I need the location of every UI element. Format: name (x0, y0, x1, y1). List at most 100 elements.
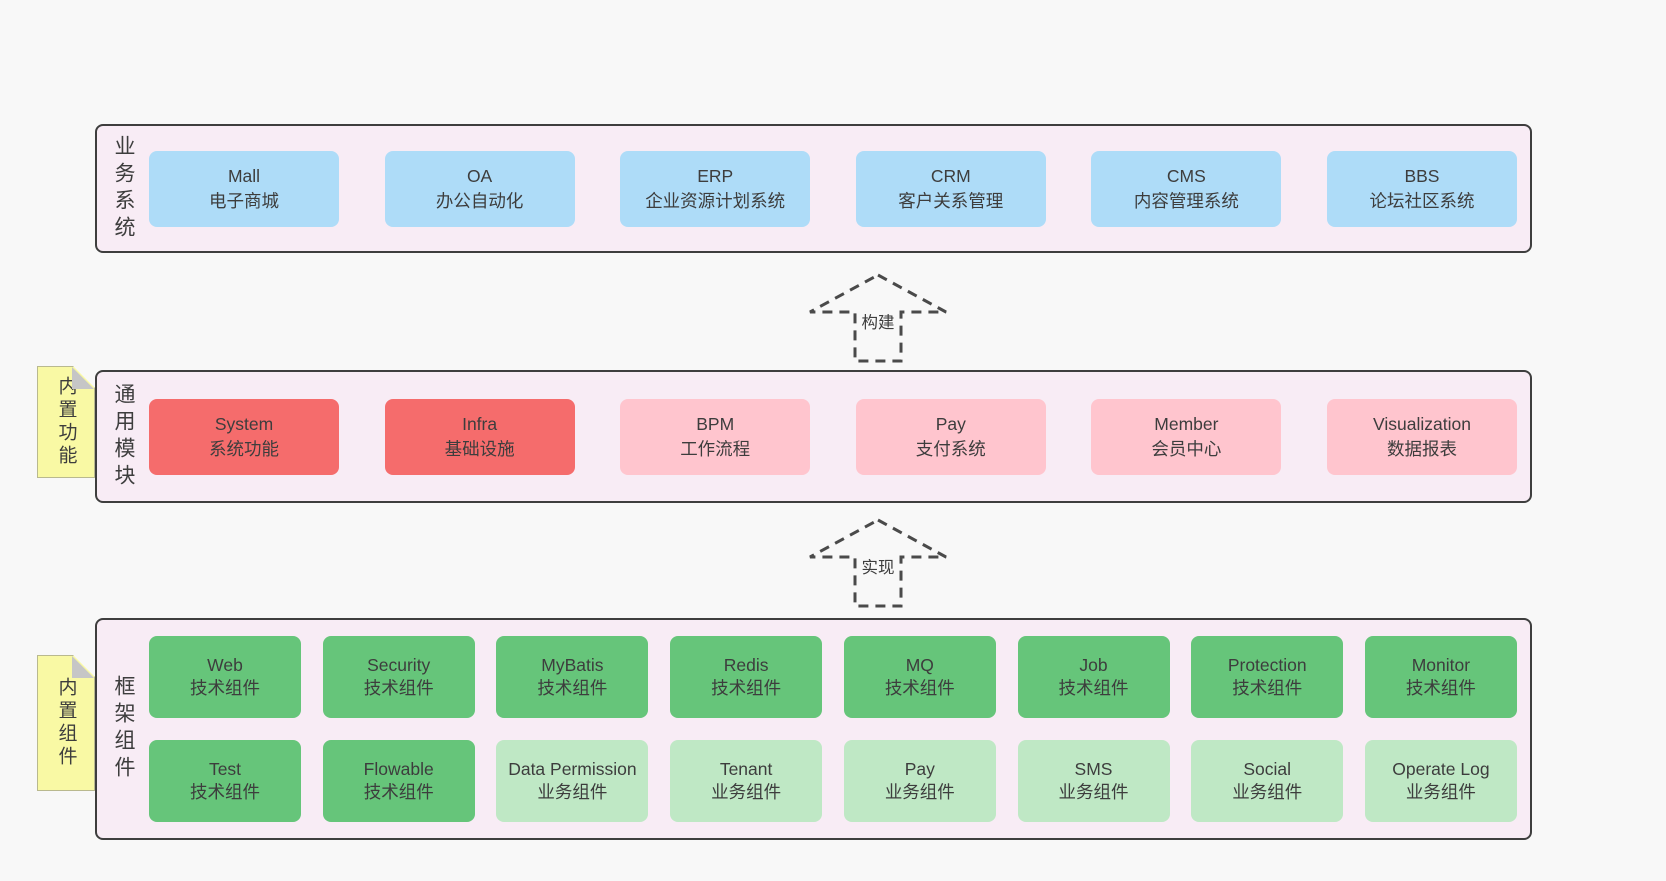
box-subtitle: 技术组件 (190, 678, 260, 698)
box-subtitle: 业务组件 (1058, 782, 1129, 802)
box-subtitle: 电子商城 (209, 190, 279, 211)
box-subtitle: 工作流程 (680, 438, 751, 459)
box-title: Mall (227, 165, 261, 186)
box-title: OA (466, 165, 493, 186)
box-title: MQ (905, 655, 934, 675)
box-erp: ERP 企业资源计划系统 (620, 150, 811, 227)
folded-corner-icon (72, 656, 94, 678)
band-components-label: 框架组件 (112, 675, 135, 783)
box-title: Protection (1227, 655, 1307, 675)
sticky-note-built-in-components: 内置组件 (37, 655, 95, 791)
box-test: Test 技术组件 (149, 740, 301, 822)
box-monitor: Monitor 技术组件 (1364, 636, 1517, 718)
box-visualization: Visualization 数据报表 (1326, 398, 1517, 475)
box-pay: Pay 业务组件 (843, 740, 996, 822)
box-tenant: Tenant 业务组件 (670, 740, 823, 822)
band-framework-components: 框架组件 Web 技术组件 Security 技术组件 MyBatis 技术组件 Redis… (95, 618, 1532, 840)
band-modules-label: 通用模块 (112, 382, 135, 491)
box-bpm: BPM 工作流程 (620, 398, 811, 475)
box-social: Social 业务组件 (1191, 740, 1344, 822)
box-title: BBS (1404, 165, 1440, 186)
box-subtitle: 技术组件 (190, 782, 260, 802)
box-mall: Mall 电子商城 (149, 150, 339, 227)
box-title: Social (1243, 759, 1292, 779)
box-sms: SMS 业务组件 (1017, 740, 1170, 822)
box-subtitle: 技术组件 (363, 782, 434, 802)
arrow-build-label: 构建 (857, 308, 899, 334)
box-subtitle: 基础设施 (444, 438, 515, 459)
arrow-implement: 实现 (806, 517, 950, 609)
box-mybatis: MyBatis 技术组件 (496, 636, 649, 718)
box-member: Member 会员中心 (1091, 398, 1282, 475)
box-cms: CMS 内容管理系统 (1091, 150, 1282, 227)
box-mq: MQ 技术组件 (843, 636, 996, 718)
box-title: CRM (930, 165, 971, 186)
box-subtitle: 会员中心 (1151, 438, 1222, 459)
arrow-build: 构建 (806, 272, 950, 364)
box-title: Security (367, 655, 431, 675)
box-row: Mall 电子商城 OA 办公自动化 ERP 企业资源计划系统 CRM 客户关系管理 CMS 内容… (149, 150, 1517, 227)
box-subtitle: 技术组件 (1232, 678, 1303, 698)
box-title: Monitor (1411, 655, 1471, 675)
box-subtitle: 业务组件 (1405, 782, 1476, 802)
folded-corner-icon (72, 367, 94, 389)
box-job: Job 技术组件 (1017, 636, 1170, 718)
dashed-up-arrow-icon (809, 518, 947, 608)
box-title: Tenant (719, 759, 773, 779)
box-title: Pay (935, 413, 966, 434)
box-subtitle: 技术组件 (363, 678, 434, 698)
box-title: Flowable (363, 759, 434, 779)
box-subtitle: 业务组件 (884, 782, 955, 802)
box-subtitle: 技术组件 (1405, 678, 1476, 698)
box-infra: Infra 基础设施 (384, 398, 575, 475)
box-flowable: Flowable 技术组件 (322, 740, 475, 822)
box-web: Web 技术组件 (149, 636, 301, 718)
box-title: CMS (1166, 165, 1206, 186)
box-crm: CRM 客户关系管理 (855, 150, 1046, 227)
box-subtitle: 技术组件 (884, 678, 955, 698)
box-subtitle: 企业资源计划系统 (645, 190, 786, 211)
sticky-note-built-in-features: 内置功能 (37, 366, 95, 478)
box-subtitle: 业务组件 (1232, 782, 1303, 802)
box-subtitle: 办公自动化 (435, 190, 524, 211)
band-business-systems: 业务系统 Mall 电子商城 OA 办公自动化 ERP 企业资源计划系统 CRM 客户关系管理… (95, 124, 1532, 253)
box-title: Member (1154, 413, 1219, 434)
box-title: Job (1079, 655, 1108, 675)
band-business-label: 业务系统 (112, 134, 135, 243)
box-title: BPM (696, 413, 735, 434)
box-subtitle: 内容管理系统 (1133, 190, 1239, 211)
box-subtitle: 业务组件 (537, 782, 608, 802)
band-business-boxes: Mall 电子商城 OA 办公自动化 ERP 企业资源计划系统 CRM 客户关系管理 CMS 内容… (149, 126, 1517, 251)
box-title: ERP (697, 165, 734, 186)
box-title: Pay (904, 759, 935, 779)
box-title: Infra (462, 413, 498, 434)
box-title: Web (207, 655, 243, 675)
box-subtitle: 技术组件 (537, 678, 608, 698)
dashed-up-arrow-icon (809, 273, 947, 363)
box-protection: Protection 技术组件 (1191, 636, 1344, 718)
box-title: Test (208, 759, 242, 779)
box-subtitle: 数据报表 (1386, 438, 1457, 459)
box-subtitle: 论坛社区系统 (1369, 190, 1475, 211)
box-subtitle: 技术组件 (1058, 678, 1129, 698)
box-subtitle: 支付系统 (915, 438, 986, 459)
box-title: SMS (1074, 759, 1113, 779)
box-title: System (214, 413, 274, 434)
box-subtitle: 技术组件 (711, 678, 782, 698)
box-title: Redis (723, 655, 769, 675)
box-subtitle: 客户关系管理 (898, 190, 1004, 211)
box-title: Operate Log (1392, 759, 1490, 779)
box-pay: Pay 支付系统 (855, 398, 1046, 475)
box-title: MyBatis (541, 655, 604, 675)
box-oa: OA 办公自动化 (384, 150, 575, 227)
box-subtitle: 业务组件 (711, 782, 782, 802)
box-title: Visualization (1373, 413, 1471, 434)
